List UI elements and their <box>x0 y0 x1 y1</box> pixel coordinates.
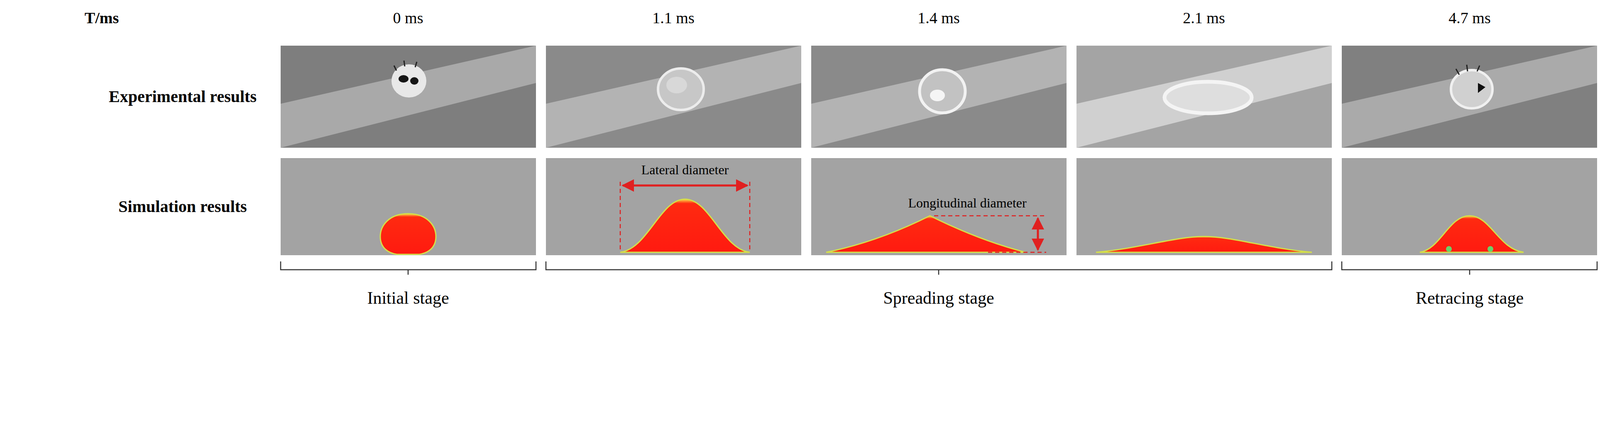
row-label: Simulation results <box>118 197 247 216</box>
stage-bracket <box>280 261 1598 275</box>
time-label: 2.1 ms <box>1182 9 1225 27</box>
experiment-photo <box>1076 45 1332 148</box>
stage-label: Spreading stage <box>883 288 994 308</box>
stage-label: Retracing stage <box>1415 288 1524 308</box>
time-label: 1.1 ms <box>652 9 695 27</box>
experiment-photo <box>280 45 536 148</box>
simulation-panel <box>1076 158 1332 256</box>
simulation-panel <box>280 158 536 256</box>
dimension-label: Lateral diameter <box>641 162 730 178</box>
dimension-label: Longitudinal diameter <box>907 195 1027 211</box>
stage-label: Initial stage <box>366 288 449 308</box>
axis-title: T/ms <box>84 9 119 27</box>
simulation-panel <box>1341 158 1598 256</box>
experiment-photo <box>1341 45 1598 148</box>
simulation-panel <box>811 158 1067 256</box>
time-label: 0 ms <box>393 9 424 27</box>
simulation-panel <box>545 158 802 256</box>
row-label: Experimental results <box>108 87 257 106</box>
experiment-photo <box>545 45 802 148</box>
experiment-photo <box>811 45 1067 148</box>
time-label: 4.7 ms <box>1448 9 1491 27</box>
time-label: 1.4 ms <box>917 9 960 27</box>
